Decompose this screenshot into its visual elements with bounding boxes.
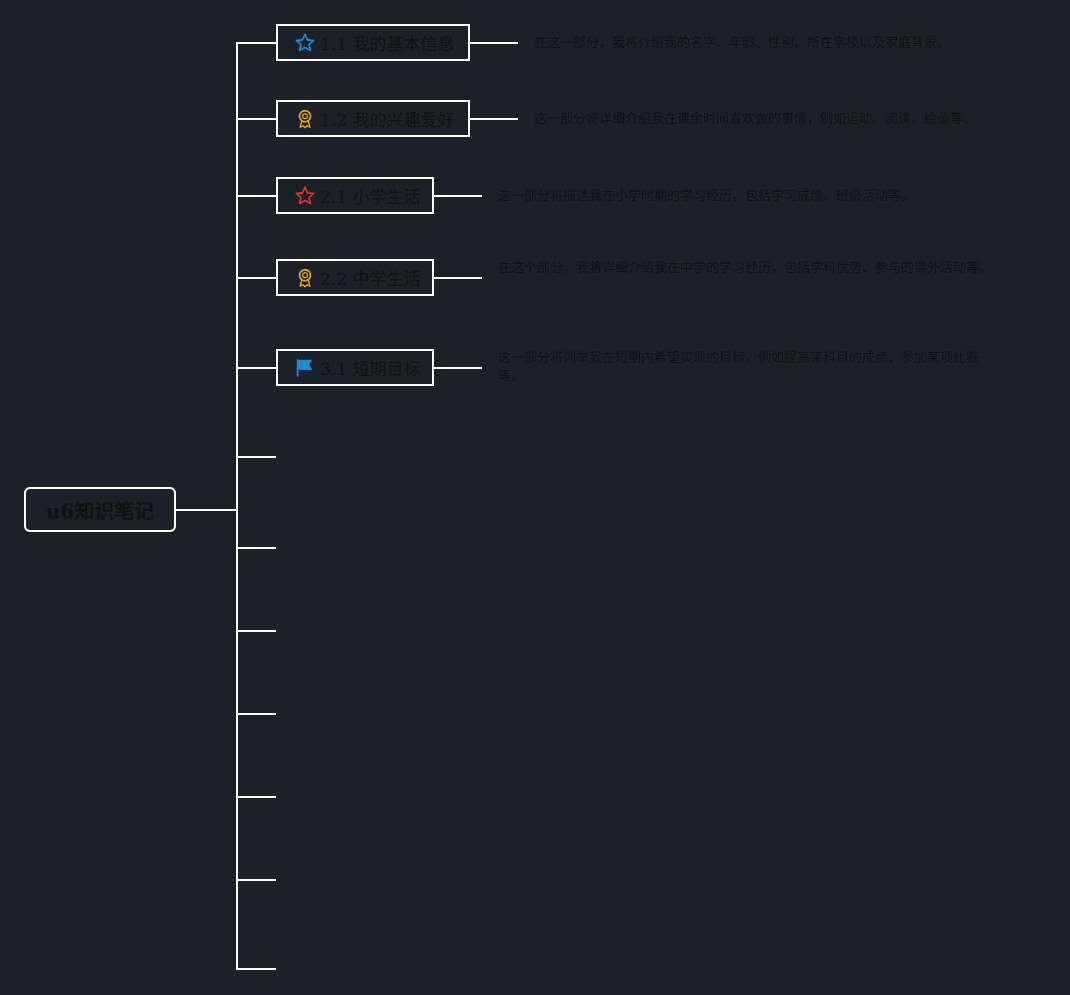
topic-note: 在这个部分，我将详细介绍我在中学的学习经历，包括学科优势、参与的课外活动等。 bbox=[498, 261, 993, 276]
empty-branch-connector bbox=[236, 713, 276, 715]
empty-branch-connector bbox=[236, 630, 276, 632]
award-medal-icon bbox=[294, 108, 316, 130]
topic-node-hobbies[interactable]: 1.2 我的兴趣爱好 bbox=[276, 100, 470, 137]
empty-branch-connector bbox=[236, 547, 276, 549]
empty-branch-connector bbox=[236, 968, 276, 970]
topic-node-primary-school[interactable]: 2.1 小学生活 bbox=[276, 177, 434, 214]
star-outline-icon bbox=[294, 185, 316, 207]
topic-node-basic-info[interactable]: 1.1 我的基本信息 bbox=[276, 24, 470, 61]
topic-label: 2.1 小学生活 bbox=[320, 188, 421, 208]
topic-note: 在这一部分，我将介绍我的名字、年龄、性别、所在学校以及家庭背景。 bbox=[534, 36, 951, 51]
topic-node-short-term-goals[interactable]: 3.1 短期目标 bbox=[276, 349, 434, 386]
note-connector bbox=[434, 367, 482, 369]
empty-branch-connector bbox=[236, 796, 276, 798]
note-connector bbox=[470, 42, 518, 44]
note-connector bbox=[434, 195, 482, 197]
root-label: u6知识笔记 bbox=[45, 499, 155, 523]
branch-connector bbox=[236, 118, 276, 120]
topic-note: 这一部分将详细介绍我在课余时间喜欢做的事情，例如运动、阅读、绘画等。 bbox=[534, 112, 977, 127]
branch-connector bbox=[236, 367, 276, 369]
branch-connector bbox=[236, 277, 276, 279]
topic-note: 这一部分将描述我在小学时期的学习经历，包括学习成绩、班级活动等。 bbox=[498, 189, 915, 204]
note-connector bbox=[434, 277, 482, 279]
branch-connector bbox=[236, 195, 276, 197]
branch-connector bbox=[236, 42, 276, 44]
topic-note: 这一部分将列举我在短期内希望实现的目标，例如提高某科目的成绩、参加某项比赛等。 bbox=[498, 351, 980, 384]
root-node[interactable]: u6知识笔记 bbox=[24, 487, 176, 532]
flag-icon bbox=[294, 357, 316, 379]
topic-label: 3.1 短期目标 bbox=[320, 360, 421, 380]
award-medal-icon bbox=[294, 267, 316, 289]
topic-node-middle-school[interactable]: 2.2 中学生活 bbox=[276, 259, 434, 296]
topic-label: 2.2 中学生活 bbox=[320, 270, 421, 290]
empty-branch-connector bbox=[236, 456, 276, 458]
note-connector bbox=[470, 118, 518, 120]
branch-spine bbox=[236, 42, 238, 970]
topic-label: 1.2 我的兴趣爱好 bbox=[320, 111, 455, 131]
topic-label: 1.1 我的基本信息 bbox=[320, 35, 455, 55]
star-outline-icon bbox=[294, 32, 316, 54]
empty-branch-connector bbox=[236, 879, 276, 881]
root-connector bbox=[176, 509, 237, 511]
